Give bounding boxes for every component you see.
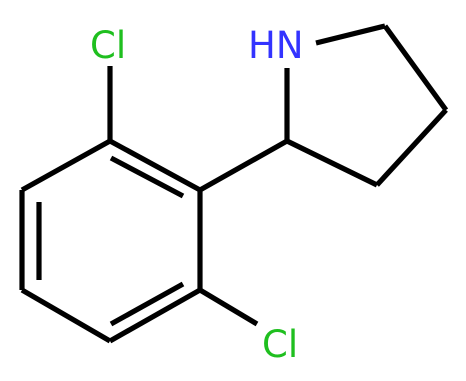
double-bond-inner-c5-c6 <box>109 281 185 327</box>
pyrrolidine-ring <box>284 23 449 188</box>
atom-label-nh: HN <box>248 24 304 67</box>
bond-c2-c3 <box>20 138 112 193</box>
bond-c5p-c4p <box>382 24 449 112</box>
double-bond-inner-c1-c2 <box>109 155 185 199</box>
benzene-ring <box>19 138 203 344</box>
atom-label-cl-top: Cl <box>90 24 126 67</box>
bond-n-c5p <box>315 23 386 46</box>
bond-c4-c5 <box>20 287 112 344</box>
bond-c6-cl-bottom <box>198 287 259 327</box>
bond-aryl-pyrrolidine <box>198 138 289 193</box>
bond-c1-c2 <box>108 138 202 193</box>
atom-label-cl-bottom: Cl <box>262 323 298 366</box>
bond-c4p-c3p <box>375 108 448 187</box>
bond-c5-c6 <box>108 287 202 344</box>
bond-c3p-c2p <box>285 138 379 188</box>
